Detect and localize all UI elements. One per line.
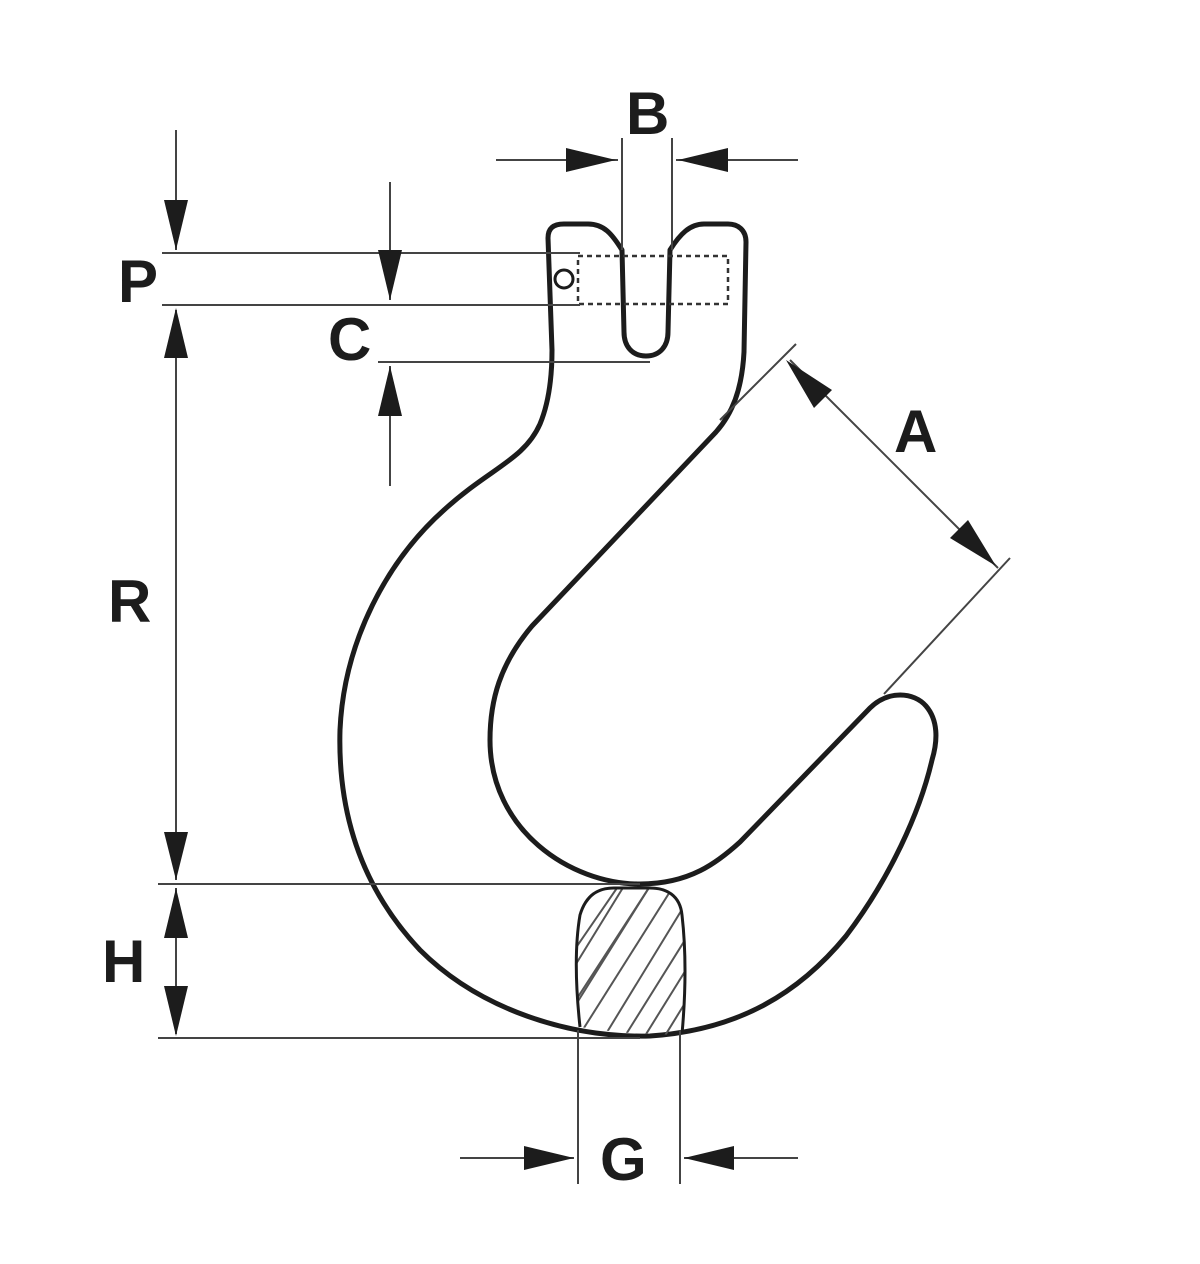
label-p: P <box>118 248 158 315</box>
arrow-h-top <box>164 888 188 938</box>
arrow-g-left <box>524 1146 574 1170</box>
arrowheads <box>164 148 996 1170</box>
hook-body-outline <box>337 221 939 1039</box>
label-b: B <box>626 80 669 147</box>
arrow-g-right <box>684 1146 734 1170</box>
label-a: A <box>894 398 937 465</box>
arrow-r-bottom <box>164 832 188 880</box>
arrow-h-bottom <box>164 986 188 1036</box>
arrow-c-top <box>378 250 402 300</box>
arrow-c-bottom <box>378 366 402 416</box>
label-g: G <box>600 1126 647 1193</box>
label-r: R <box>108 568 151 635</box>
cross-section-outline <box>574 886 687 1035</box>
arrow-a-bottom <box>950 520 996 566</box>
dim-a-ext-top <box>719 343 797 421</box>
arrow-p-bottom <box>164 308 188 358</box>
dimension-labels: B P C A R H G <box>102 80 937 1193</box>
label-h: H <box>102 928 145 995</box>
dim-a-ext-bottom <box>883 557 1011 695</box>
pin-dashed <box>576 254 730 306</box>
label-c: C <box>328 306 371 373</box>
pin-hole <box>553 268 575 290</box>
arrow-p-top <box>164 200 188 250</box>
arrow-a-top <box>786 360 832 408</box>
arrow-b-right <box>678 148 728 172</box>
dimension-lines <box>158 130 1011 1184</box>
arrow-b-left <box>566 148 616 172</box>
hook-outline <box>337 221 939 1039</box>
